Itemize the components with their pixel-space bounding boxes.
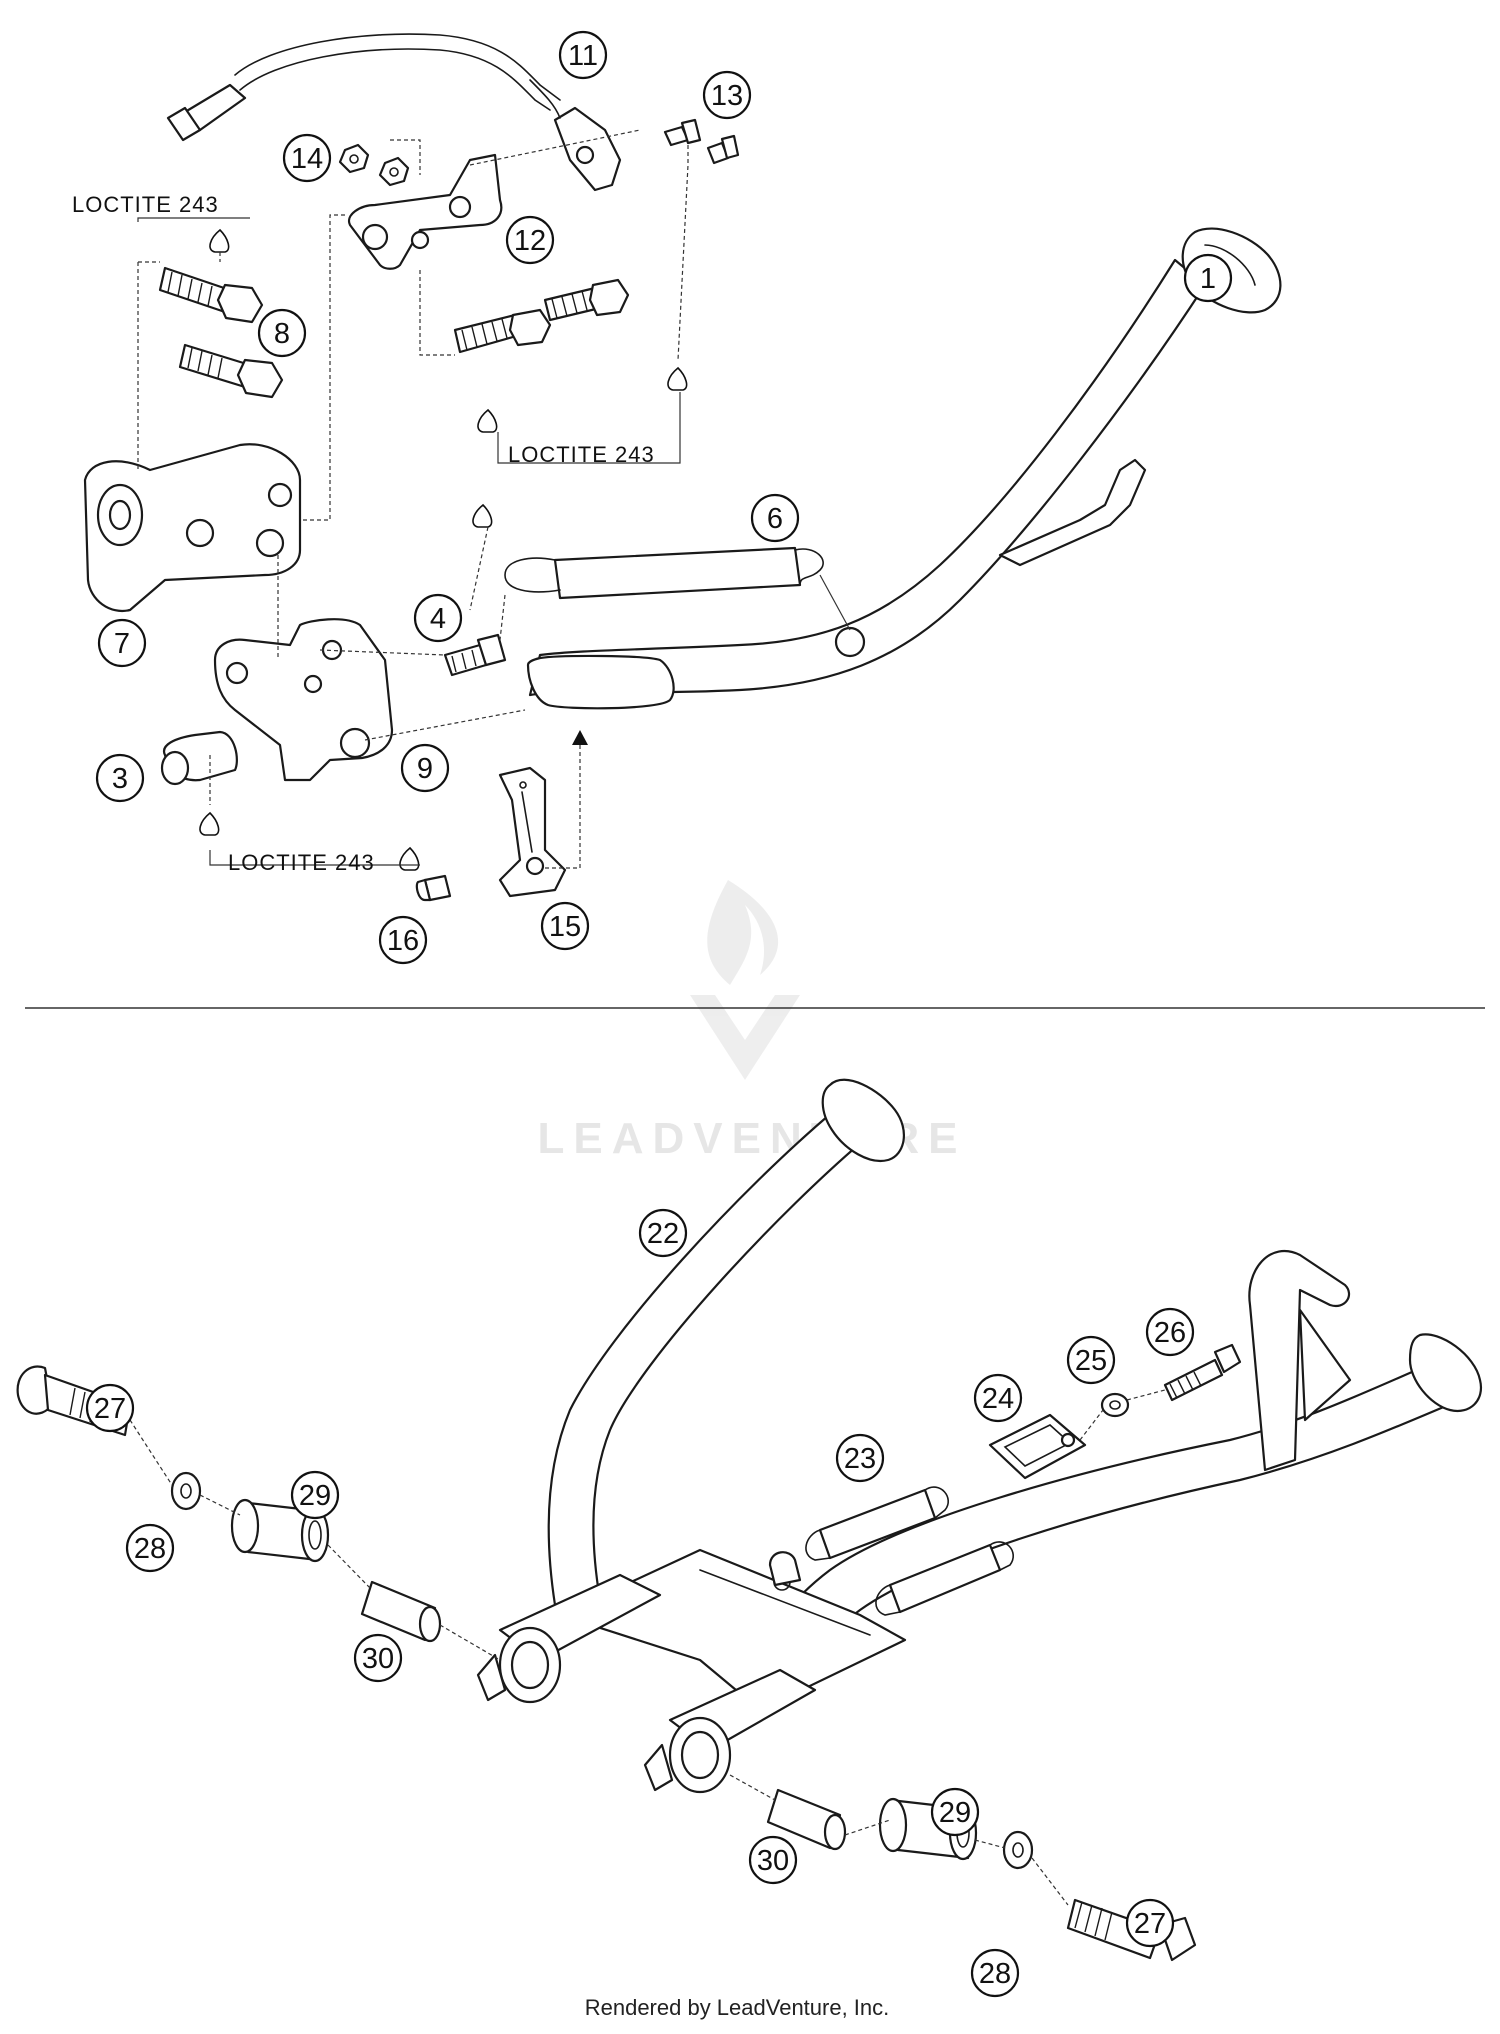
washer-part-28-left <box>170 1471 202 1511</box>
svg-text:25: 25 <box>1075 1345 1107 1377</box>
bolt-part-8-upper <box>158 266 264 324</box>
plate-part-24 <box>988 1413 1087 1480</box>
springs-part-23 <box>805 1486 1014 1616</box>
plate-part-9 <box>213 618 394 782</box>
bolt-upper-middle-a <box>453 308 552 354</box>
screw-part-13-a <box>663 118 702 147</box>
sensor-plate-part-15 <box>498 766 567 898</box>
loctite-drop-lower-left <box>199 811 220 836</box>
leader-6 <box>819 574 851 631</box>
center-stand-part-22 <box>476 1078 1483 1794</box>
svg-text:16: 16 <box>387 925 419 957</box>
callout-29-left: 29 <box>290 1470 340 1520</box>
loctite-label-lower: LOCTITE 243 <box>228 850 375 875</box>
callout-28-left: 28 <box>125 1523 175 1573</box>
callout-30-left: 30 <box>353 1633 403 1683</box>
bolt-part-16 <box>415 874 452 902</box>
callout-9: 9 <box>400 743 450 793</box>
svg-text:30: 30 <box>757 1845 789 1877</box>
callout-3: 3 <box>95 753 145 803</box>
loctite-drop-middle-1 <box>477 408 498 433</box>
callout-12: 12 <box>505 215 555 265</box>
callout-14: 14 <box>282 133 332 183</box>
callout-1: 1 <box>1183 253 1233 303</box>
loctite-drop-top-left <box>209 228 230 253</box>
leader-lines-bottom <box>129 1389 1166 1906</box>
svg-text:7: 7 <box>114 628 130 660</box>
screw-part-26 <box>1163 1343 1242 1402</box>
svg-text:28: 28 <box>979 1958 1011 1990</box>
callout-26: 26 <box>1145 1307 1195 1357</box>
bolt-part-8-lower <box>178 343 284 399</box>
loctite-drop-middle-2 <box>472 503 493 528</box>
svg-text:27: 27 <box>94 1393 126 1425</box>
washer-part-28-right <box>1002 1830 1034 1870</box>
svg-text:29: 29 <box>299 1480 331 1512</box>
side-stand-switch-part-11 <box>166 33 622 192</box>
callout-15: 15 <box>540 901 590 951</box>
bracket-part-7 <box>83 443 302 613</box>
bushing-part-29-left <box>230 1498 330 1563</box>
svg-text:3: 3 <box>112 763 128 795</box>
callout-27-right: 27 <box>1125 1898 1175 1948</box>
spring-part-6 <box>504 546 866 658</box>
svg-text:9: 9 <box>417 753 433 785</box>
svg-text:13: 13 <box>711 80 743 112</box>
callout-8: 8 <box>257 308 307 358</box>
callout-7: 7 <box>97 618 147 668</box>
callout-24: 24 <box>973 1373 1023 1423</box>
screw-part-13-b <box>706 134 740 165</box>
callout-27-left: 27 <box>85 1383 135 1433</box>
svg-text:4: 4 <box>430 603 446 635</box>
loctite-label-upper-left: LOCTITE 243 <box>72 192 219 217</box>
footer-credit: Rendered by LeadVenture, Inc. <box>585 1995 890 2020</box>
bolt-upper-middle-b <box>543 278 630 322</box>
callout-30-right: 30 <box>748 1835 798 1885</box>
svg-text:14: 14 <box>291 143 323 175</box>
sleeve-part-30-left <box>360 1580 442 1643</box>
svg-text:30: 30 <box>362 1643 394 1675</box>
sleeve-part-30-right <box>766 1788 847 1851</box>
leader-lines-top <box>137 129 689 869</box>
callout-29-right: 29 <box>930 1787 980 1837</box>
callout-11: 11 <box>558 30 608 80</box>
callout-25: 25 <box>1066 1335 1116 1385</box>
svg-text:6: 6 <box>767 503 783 535</box>
loctite-label-middle: LOCTITE 243 <box>508 442 655 467</box>
svg-text:15: 15 <box>549 911 581 943</box>
switch-bracket-part-12 <box>347 153 503 270</box>
svg-text:12: 12 <box>514 225 546 257</box>
loctite-drop-right <box>667 366 688 391</box>
svg-text:26: 26 <box>1154 1317 1186 1349</box>
loctite-drop-lower-right <box>399 846 420 871</box>
svg-text:8: 8 <box>274 318 290 350</box>
nut-part-14-a <box>338 143 370 174</box>
callout-6: 6 <box>750 493 800 543</box>
side-stand-leg <box>526 227 1282 710</box>
svg-text:28: 28 <box>134 1533 166 1565</box>
svg-text:24: 24 <box>982 1383 1014 1415</box>
svg-text:29: 29 <box>939 1797 971 1829</box>
callout-22: 22 <box>638 1208 688 1258</box>
callout-28-right: 28 <box>970 1948 1020 1998</box>
callout-4: 4 <box>413 593 463 643</box>
callout-16: 16 <box>378 915 428 965</box>
svg-text:1: 1 <box>1200 263 1216 295</box>
watermark-logo <box>690 880 800 1080</box>
bushing-part-3 <box>160 730 238 786</box>
washer-part-25 <box>1100 1392 1130 1418</box>
svg-text:22: 22 <box>647 1218 679 1250</box>
callout-13: 13 <box>702 70 752 120</box>
svg-text:27: 27 <box>1134 1908 1166 1940</box>
svg-text:23: 23 <box>844 1443 876 1475</box>
stud-part-4 <box>443 633 507 677</box>
nut-part-14-b <box>378 156 410 187</box>
svg-text:11: 11 <box>568 40 598 72</box>
callout-23: 23 <box>835 1433 885 1483</box>
